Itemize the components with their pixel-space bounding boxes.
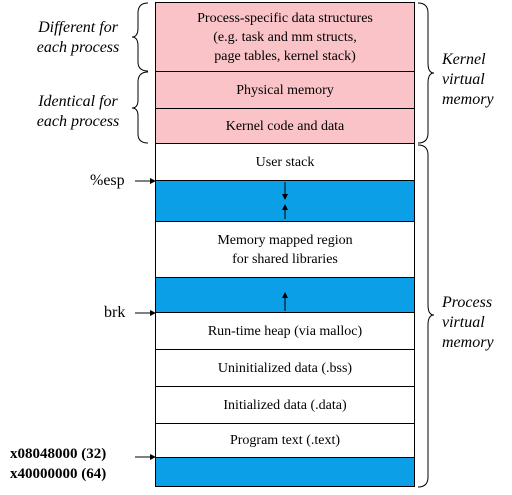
address-64bit-label: x40000000 (64) (10, 466, 107, 482)
heap-block: Run-time heap (via malloc) (155, 312, 415, 350)
different-per-process-label: Different for each process (36, 19, 120, 56)
text-block: Program text (.text) (155, 423, 415, 458)
esp-label: %esp (90, 172, 125, 189)
kernel-virtual-memory-label: Kernel virtual memory (442, 51, 494, 108)
left-brace-identical (131, 71, 149, 144)
mmap-region-block: Memory mapped region for shared librarie… (155, 221, 415, 278)
identical-per-process-label: Identical for each process (36, 93, 120, 130)
process-specific-data-block: Process-specific data structures (e.g. t… (155, 2, 415, 72)
process-virtual-memory-label: Process virtual memory (442, 294, 494, 351)
physical-memory-block: Physical memory (155, 71, 415, 109)
address-32bit-label: x08048000 (32) (10, 446, 107, 462)
left-brace-different (131, 2, 149, 72)
data-block: Initialized data (.data) (155, 386, 415, 424)
brk-label: brk (104, 304, 126, 321)
right-brace-process (417, 144, 435, 488)
kernel-code-block: Kernel code and data (155, 108, 415, 144)
right-brace-kernel (417, 2, 435, 144)
bss-block: Uninitialized data (.bss) (155, 349, 415, 387)
reserved-low-gap (155, 457, 415, 487)
